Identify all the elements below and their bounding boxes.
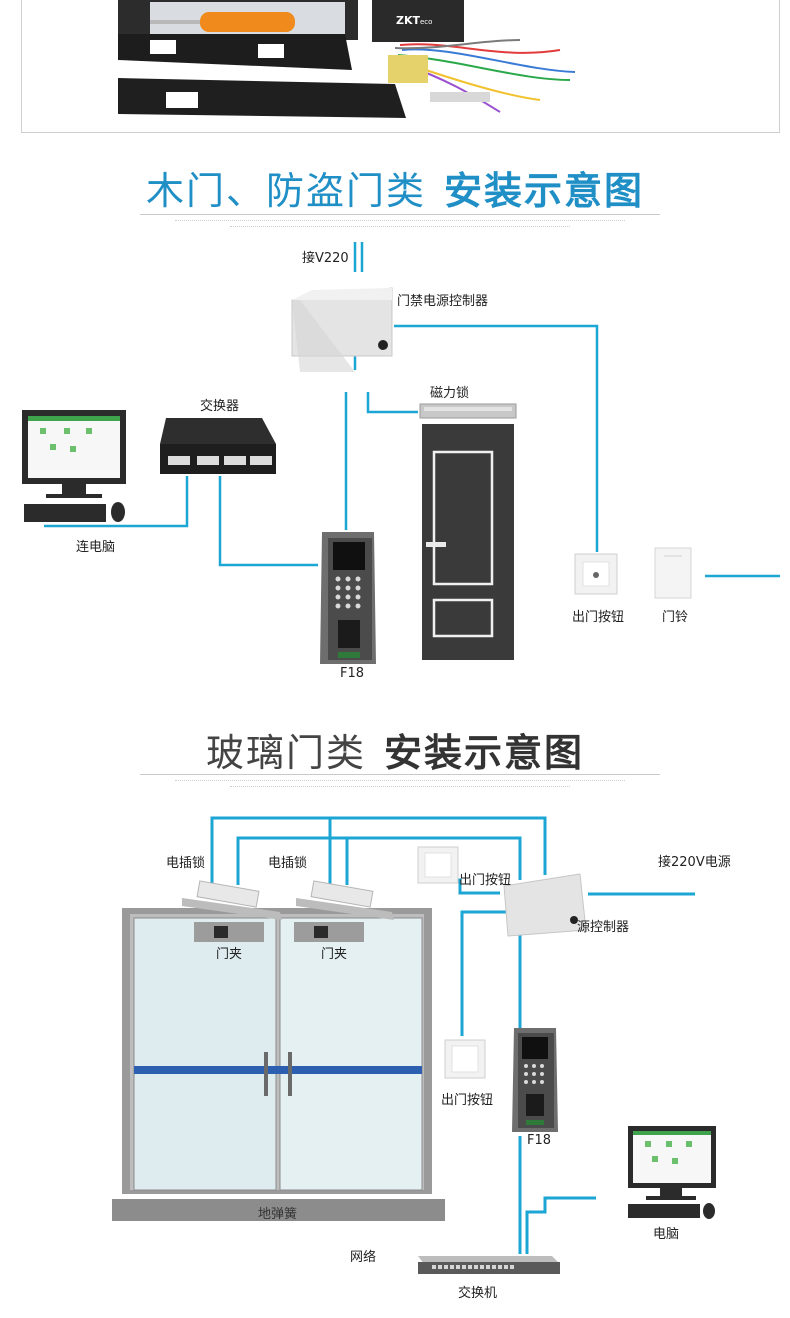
f18-device-2 (512, 1028, 558, 1132)
label-door-clamp-1: 门夹 (216, 947, 243, 962)
door-clamp-1 (194, 922, 264, 942)
exit-button-top (417, 846, 459, 884)
title-dotline (230, 226, 570, 228)
label-power-input-2: 接220V电源 (658, 855, 731, 870)
section2-wires (210, 816, 695, 1254)
screw (430, 92, 490, 102)
label-device: F18 (340, 666, 365, 681)
section1-title-light: 木门、防盗门类 (145, 169, 426, 213)
reader-device (372, 0, 464, 42)
label-network: 网络 (350, 1250, 377, 1265)
section1-wires (44, 242, 780, 578)
label-computer: 连电脑 (76, 540, 116, 555)
computer-2 (628, 1126, 716, 1219)
label-power-controller: 门禁电源控制器 (397, 294, 489, 309)
bracket-hole (258, 44, 284, 58)
connector-block (388, 55, 428, 83)
exit-button-side (444, 1039, 486, 1079)
brand-logo: ZKT (396, 14, 421, 27)
label-magnetic-lock: 磁力锁 (430, 386, 470, 401)
power-controller-2 (503, 873, 587, 937)
section2-title: 玻璃门类安装示意图 (0, 722, 790, 777)
label-exit-button-top: 出门按钮 (459, 873, 512, 888)
title-underline (140, 774, 660, 775)
label-exit-button-side: 出门按钮 (441, 1093, 494, 1108)
floor-spring-bar (112, 1199, 445, 1221)
screwdriver-handle (200, 12, 295, 32)
electric-lock-2 (296, 880, 394, 920)
title-dotline (230, 786, 570, 788)
bracket-hole (166, 92, 198, 108)
label-electric-lock-2: 电插锁 (268, 856, 308, 871)
door (422, 424, 514, 660)
title-dotline (175, 780, 625, 782)
title-underline (140, 214, 660, 215)
section1-title: 木门、防盗门类安装示意图 (0, 160, 790, 215)
label-computer-2: 电脑 (653, 1227, 680, 1242)
magnetic-lock (419, 403, 517, 419)
exit-button-1 (574, 553, 618, 595)
label-power-input: 接V220 (302, 251, 349, 266)
door-clamp-2 (294, 922, 364, 942)
section1-diagram (22, 242, 780, 664)
glass-double-door (122, 908, 432, 1194)
label-exit-button: 出门按钮 (572, 610, 625, 625)
section2-title-bold: 安装示意图 (384, 731, 585, 775)
label-doorbell: 门铃 (662, 610, 689, 625)
label-floor-spring: 地弹簧 (258, 1207, 298, 1222)
computer-1 (22, 410, 126, 522)
label-device-2: F18 (527, 1133, 552, 1148)
network-switch-2 (418, 1256, 560, 1274)
f18-device-1 (320, 532, 376, 664)
section2-title-light: 玻璃门类 (205, 731, 366, 775)
network-switch (160, 418, 276, 474)
label-electric-lock-1: 电插锁 (166, 856, 206, 871)
svg-text:eco: eco (420, 18, 432, 26)
label-switch-2: 交换机 (458, 1286, 498, 1301)
doorbell (654, 547, 692, 599)
mounting-bracket-upper (118, 34, 352, 70)
product-photo: ZKT eco (118, 0, 576, 118)
bracket-hole (150, 40, 176, 54)
label-door-clamp-2: 门夹 (321, 947, 348, 962)
power-controller (291, 287, 393, 372)
title-dotline (175, 220, 625, 222)
section1-title-bold: 安装示意图 (444, 169, 645, 213)
label-power-controller-2: 源控制器 (577, 920, 630, 935)
electric-lock-1 (182, 880, 282, 920)
label-switch: 交换器 (200, 399, 240, 414)
